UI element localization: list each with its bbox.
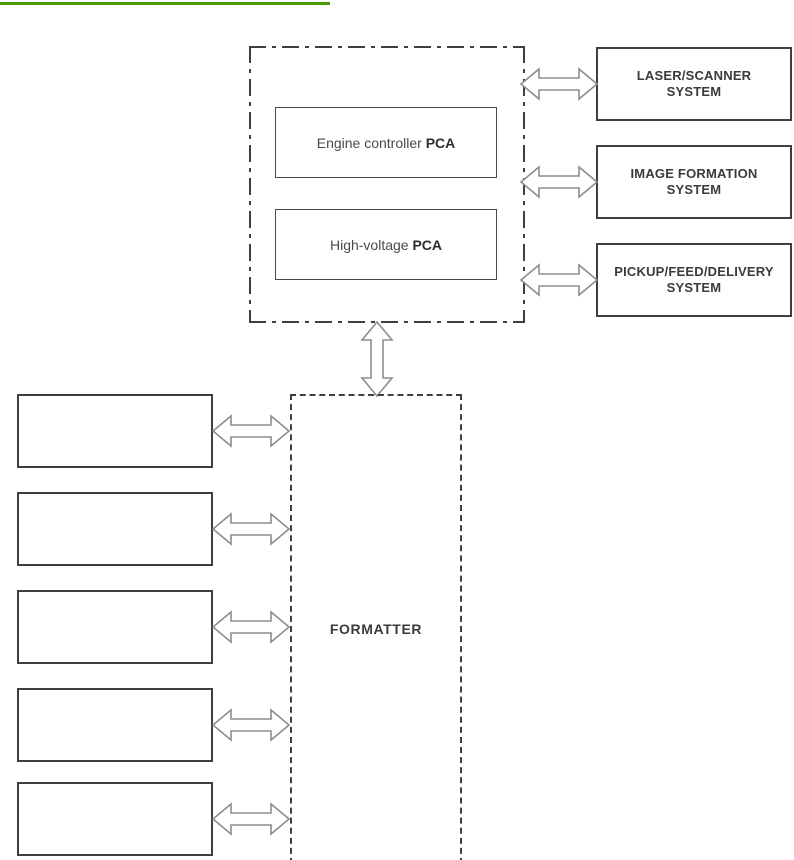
image-formation-system-label: IMAGE FORMATION SYSTEM (630, 165, 758, 197)
arrow-left-system-5-to-formatter (211, 798, 291, 840)
left-system-box-1[interactable] (17, 394, 213, 468)
left-system-box-4[interactable] (17, 688, 213, 762)
arrow-left-system-4-to-formatter (211, 704, 291, 746)
arrow-left-system-1-to-formatter (211, 410, 291, 452)
laser-scanner-system-label: LASER/SCANNER SYSTEM (636, 67, 752, 99)
laser-scanner-system-box[interactable]: LASER/SCANNER SYSTEM (596, 47, 792, 121)
arrow-engine-to-laser-scanner (519, 63, 599, 105)
green-header-rule (0, 2, 330, 5)
engine-controller-pca-label: Engine controller PCA (316, 134, 456, 151)
arrow-engine-to-formatter (359, 320, 395, 398)
formatter-container[interactable]: FORMATTER (290, 394, 462, 860)
arrow-engine-to-image-formation (519, 161, 599, 203)
engine-control-system-container (249, 46, 525, 323)
arrow-left-system-2-to-formatter (211, 508, 291, 550)
arrow-left-system-3-to-formatter (211, 606, 291, 648)
engine-controller-pca-box[interactable]: Engine controller PCA (275, 107, 497, 178)
left-system-box-5[interactable] (17, 782, 213, 856)
formatter-label: FORMATTER (329, 621, 423, 637)
pickup-feed-delivery-system-box[interactable]: PICKUP/FEED/DELIVERY SYSTEM (596, 243, 792, 317)
container-edge-top (249, 46, 525, 48)
image-formation-system-box[interactable]: IMAGE FORMATION SYSTEM (596, 145, 792, 219)
container-edge-left (249, 46, 251, 323)
high-voltage-pca-label: High-voltage PCA (329, 236, 443, 253)
arrow-engine-to-pickup-feed-delivery (519, 259, 599, 301)
high-voltage-pca-box[interactable]: High-voltage PCA (275, 209, 497, 280)
left-system-box-3[interactable] (17, 590, 213, 664)
container-edge-bottom (249, 321, 525, 323)
pickup-feed-delivery-system-label: PICKUP/FEED/DELIVERY SYSTEM (614, 263, 774, 295)
left-system-box-2[interactable] (17, 492, 213, 566)
